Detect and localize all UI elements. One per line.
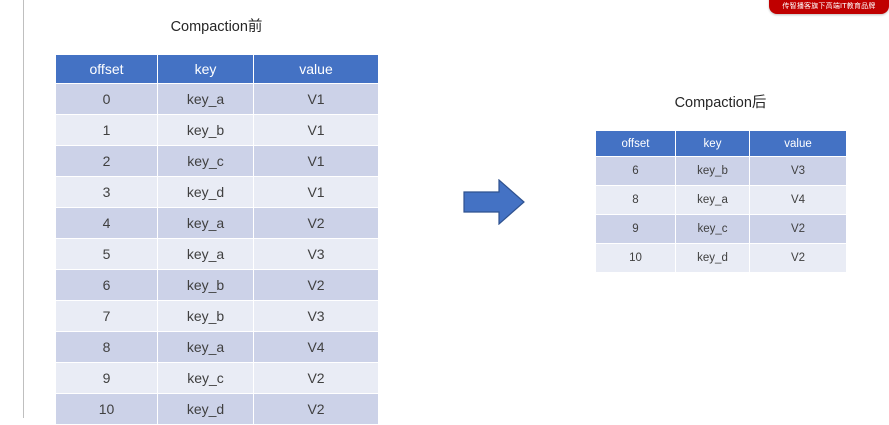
column-header-value: value bbox=[749, 130, 847, 157]
cell-offset: 3 bbox=[55, 176, 158, 208]
table-header-row: offset key value bbox=[55, 54, 379, 84]
cell-value: V2 bbox=[749, 214, 847, 244]
cell-value: V2 bbox=[253, 362, 379, 394]
cell-key: key_c bbox=[675, 214, 750, 244]
cell-key: key_a bbox=[157, 238, 254, 270]
cell-offset: 2 bbox=[55, 145, 158, 177]
cell-key: key_a bbox=[157, 331, 254, 363]
cell-key: key_b bbox=[157, 114, 254, 146]
column-header-key: key bbox=[675, 130, 750, 157]
cell-value: V2 bbox=[749, 243, 847, 273]
right-block-arrow-icon bbox=[463, 179, 525, 225]
cell-offset: 4 bbox=[55, 207, 158, 239]
before-table-title: Compaction前 bbox=[170, 19, 263, 35]
table-row: 8 key_a V4 bbox=[55, 331, 379, 363]
cell-value: V1 bbox=[253, 83, 379, 115]
cell-value: V3 bbox=[253, 238, 379, 270]
cell-value: V2 bbox=[253, 393, 379, 425]
column-header-offset: offset bbox=[55, 54, 158, 84]
cell-offset: 1 bbox=[55, 114, 158, 146]
cell-key: key_a bbox=[157, 207, 254, 239]
cell-value: V4 bbox=[253, 331, 379, 363]
table-row: 7 key_b V3 bbox=[55, 300, 379, 332]
brand-badge-label: 传智播客旗下高端IT教育品牌 bbox=[782, 2, 876, 10]
table-header-row: offset key value bbox=[595, 130, 847, 157]
cell-key: key_a bbox=[675, 185, 750, 215]
cell-key: key_b bbox=[157, 300, 254, 332]
cell-offset: 9 bbox=[595, 214, 676, 244]
cell-offset: 10 bbox=[55, 393, 158, 425]
cell-offset: 5 bbox=[55, 238, 158, 270]
compaction-flow-arrow bbox=[463, 179, 525, 225]
table-row: 10 key_d V2 bbox=[595, 243, 847, 273]
slide-left-rule bbox=[23, 0, 24, 418]
table-row: 1 key_b V1 bbox=[55, 114, 379, 146]
table-row: 8 key_a V4 bbox=[595, 185, 847, 215]
cell-key: key_b bbox=[675, 156, 750, 186]
cell-key: key_c bbox=[157, 362, 254, 394]
cell-key: key_c bbox=[157, 145, 254, 177]
cell-offset: 8 bbox=[55, 331, 158, 363]
brand-badge: 传智播客旗下高端IT教育品牌 bbox=[769, 0, 889, 14]
column-header-offset: offset bbox=[595, 130, 676, 157]
after-table-title: Compaction后 bbox=[674, 95, 767, 111]
cell-offset: 8 bbox=[595, 185, 676, 215]
cell-value: V3 bbox=[749, 156, 847, 186]
cell-key: key_a bbox=[157, 83, 254, 115]
cell-offset: 9 bbox=[55, 362, 158, 394]
cell-value: V4 bbox=[749, 185, 847, 215]
column-header-key: key bbox=[157, 54, 254, 84]
cell-value: V1 bbox=[253, 145, 379, 177]
table-row: 2 key_c V1 bbox=[55, 145, 379, 177]
table-row: 6 key_b V3 bbox=[595, 156, 847, 186]
cell-value: V1 bbox=[253, 176, 379, 208]
cell-offset: 0 bbox=[55, 83, 158, 115]
table-row: 9 key_c V2 bbox=[595, 214, 847, 244]
cell-value: V1 bbox=[253, 114, 379, 146]
cell-key: key_d bbox=[675, 243, 750, 273]
table-row: 3 key_d V1 bbox=[55, 176, 379, 208]
cell-offset: 10 bbox=[595, 243, 676, 273]
cell-key: key_d bbox=[157, 393, 254, 425]
cell-offset: 6 bbox=[595, 156, 676, 186]
table-row: 9 key_c V2 bbox=[55, 362, 379, 394]
column-header-value: value bbox=[253, 54, 379, 84]
cell-value: V3 bbox=[253, 300, 379, 332]
cell-offset: 7 bbox=[55, 300, 158, 332]
table-row: 6 key_b V2 bbox=[55, 269, 379, 301]
table-row: 10 key_d V2 bbox=[55, 393, 379, 425]
after-compaction-table: offset key value 6 key_b V3 8 key_a V4 9… bbox=[595, 130, 847, 273]
cell-value: V2 bbox=[253, 207, 379, 239]
cell-key: key_d bbox=[157, 176, 254, 208]
cell-value: V2 bbox=[253, 269, 379, 301]
table-row: 0 key_a V1 bbox=[55, 83, 379, 115]
before-compaction-table: offset key value 0 key_a V1 1 key_b V1 2… bbox=[55, 54, 379, 425]
cell-key: key_b bbox=[157, 269, 254, 301]
table-row: 4 key_a V2 bbox=[55, 207, 379, 239]
cell-offset: 6 bbox=[55, 269, 158, 301]
table-row: 5 key_a V3 bbox=[55, 238, 379, 270]
